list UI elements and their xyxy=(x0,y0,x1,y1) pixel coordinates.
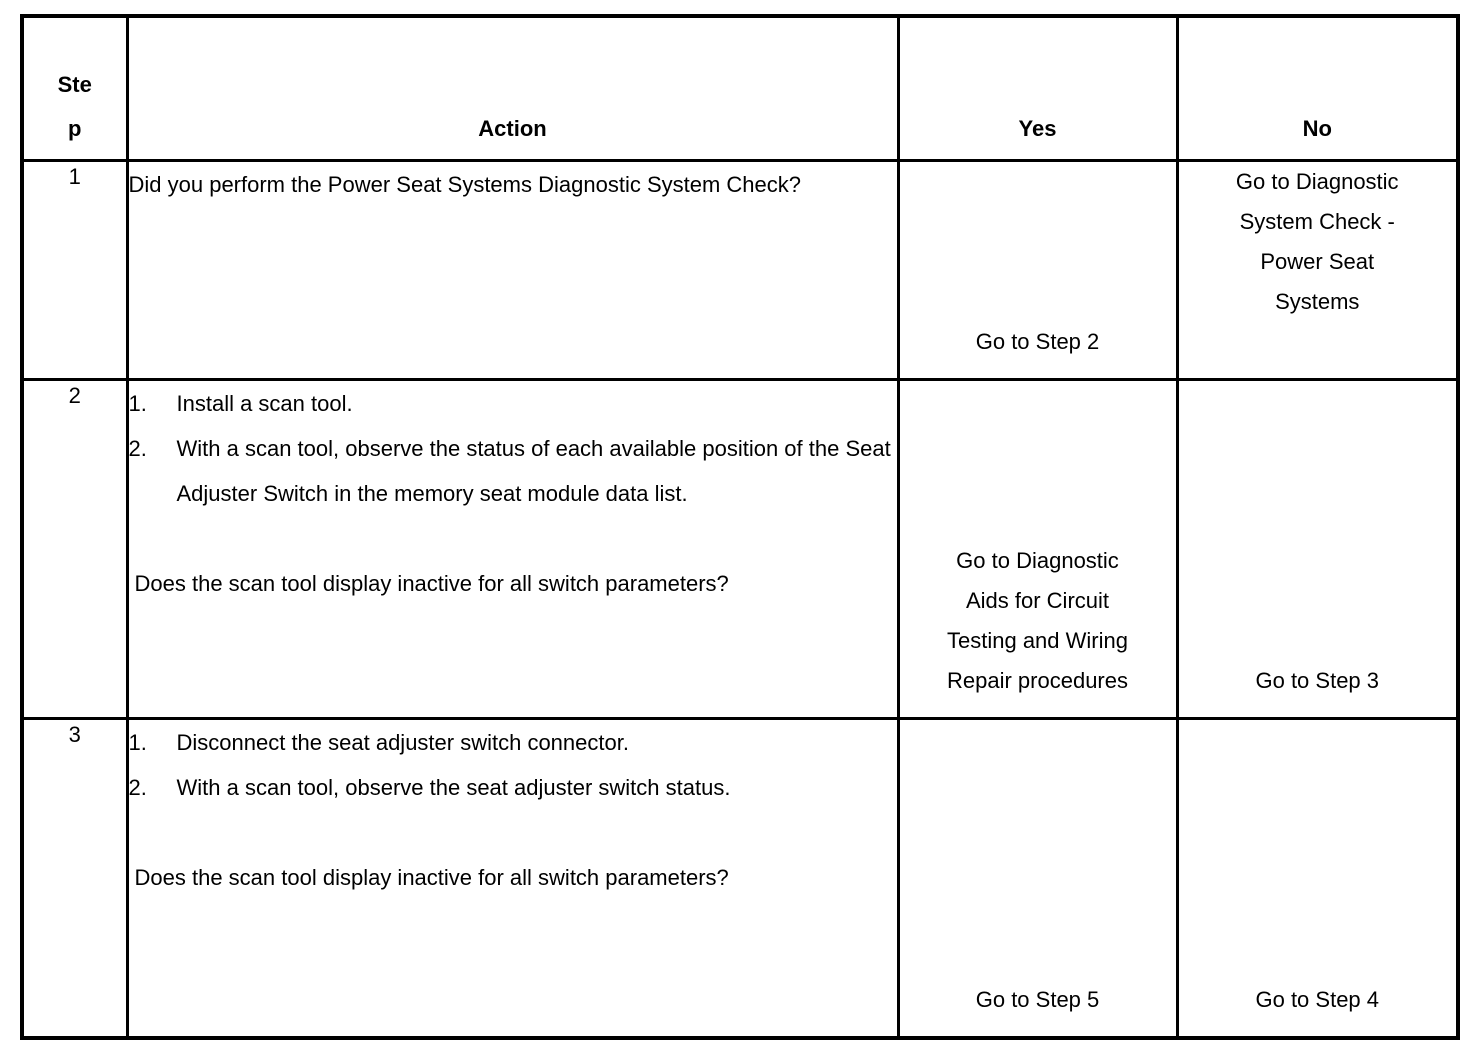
step-number-cell: 3 xyxy=(20,717,129,1040)
yes-branch-text: Go to Step 2 xyxy=(900,322,1176,362)
branch-line: Go to Step 4 xyxy=(1255,987,1380,1012)
step-number-cell: 1 xyxy=(20,159,129,381)
no-branch-text: Go to Diagnostic System Check - Power Se… xyxy=(1179,162,1457,322)
branch-line: Go to Step 2 xyxy=(975,329,1100,354)
action-question: Does the scan tool display inactive for … xyxy=(134,571,729,596)
document-page: Step Action Yes No 1 Did you perform the… xyxy=(20,14,1460,1040)
branch-line: Power Seat xyxy=(1260,249,1375,274)
list-item-text: With a scan tool, observe the status of … xyxy=(176,436,891,506)
branch-line: Repair procedures xyxy=(947,668,1128,693)
list-item-text: Install a scan tool. xyxy=(176,391,353,416)
action-step-list: 1. Install a scan tool. 2. With a scan t… xyxy=(129,381,897,516)
table-header-row: Step Action Yes No xyxy=(20,14,1460,162)
yes-branch-cell: Go to Step 5 xyxy=(896,717,1179,1040)
action-list-item: 2. With a scan tool, observe the seat ad… xyxy=(129,765,897,810)
yes-branch-cell: Go to Step 2 xyxy=(896,159,1179,381)
branch-line: Systems xyxy=(1275,289,1360,314)
branch-line: System Check - xyxy=(1239,209,1395,234)
branch-line: Testing and Wiring xyxy=(947,628,1128,653)
branch-line: Go to Diagnostic xyxy=(956,548,1119,573)
branch-line: Go to Step 5 xyxy=(975,987,1100,1012)
action-content: Did you perform the Power Seat Systems D… xyxy=(129,162,897,207)
no-branch-text: Go to Step 4 xyxy=(1179,980,1457,1020)
action-cell: 1. Disconnect the seat adjuster switch c… xyxy=(125,717,900,1040)
action-list-item: 2. With a scan tool, observe the status … xyxy=(129,426,897,516)
action-step-list: 1. Disconnect the seat adjuster switch c… xyxy=(129,720,897,810)
action-spacer xyxy=(129,810,897,855)
yes-branch-cell: Go to Diagnostic Aids for Circuit Testin… xyxy=(896,378,1179,720)
yes-branch-text: Go to Diagnostic Aids for Circuit Testin… xyxy=(900,541,1176,701)
action-cell: Did you perform the Power Seat Systems D… xyxy=(125,159,900,381)
table-row: 2 1. Install a scan tool. 2. With a scan… xyxy=(20,378,1460,720)
no-branch-cell: Go to Step 3 xyxy=(1175,378,1460,720)
yes-branch-text: Go to Step 5 xyxy=(900,980,1176,1020)
column-header-no: No xyxy=(1175,14,1460,162)
list-item-number: 1. xyxy=(128,730,147,755)
action-paragraph: Did you perform the Power Seat Systems D… xyxy=(128,172,802,197)
branch-line: Aids for Circuit xyxy=(965,588,1110,613)
table-row: 1 Did you perform the Power Seat Systems… xyxy=(20,159,1460,381)
no-branch-cell: Go to Diagnostic System Check - Power Se… xyxy=(1175,159,1460,381)
column-header-step-label: Step xyxy=(57,72,92,141)
list-item-text: With a scan tool, observe the seat adjus… xyxy=(176,775,731,800)
column-header-action: Action xyxy=(125,14,900,162)
action-cell: 1. Install a scan tool. 2. With a scan t… xyxy=(125,378,900,720)
list-item-number: 2. xyxy=(128,775,147,800)
no-branch-cell: Go to Step 4 xyxy=(1175,717,1460,1040)
list-item-number: 1. xyxy=(128,391,147,416)
table-row: 3 1. Disconnect the seat adjuster switch… xyxy=(20,717,1460,1040)
column-header-yes: Yes xyxy=(896,14,1179,162)
list-item-text: Disconnect the seat adjuster switch conn… xyxy=(176,730,629,755)
list-item-number: 2. xyxy=(128,436,147,461)
action-content: 1. Disconnect the seat adjuster switch c… xyxy=(129,720,897,900)
branch-line: Go to Diagnostic xyxy=(1235,169,1399,194)
action-question: Does the scan tool display inactive for … xyxy=(134,865,729,890)
action-list-item: 1. Disconnect the seat adjuster switch c… xyxy=(129,720,897,765)
action-content: 1. Install a scan tool. 2. With a scan t… xyxy=(129,381,897,606)
diagnostic-procedure-table: Step Action Yes No 1 Did you perform the… xyxy=(20,14,1460,1040)
branch-line: Go to Step 3 xyxy=(1255,668,1380,693)
action-list-item: 1. Install a scan tool. xyxy=(129,381,897,426)
no-branch-text: Go to Step 3 xyxy=(1179,661,1457,701)
action-spacer xyxy=(129,516,897,561)
step-number-cell: 2 xyxy=(20,378,129,720)
column-header-step: Step xyxy=(20,14,129,162)
